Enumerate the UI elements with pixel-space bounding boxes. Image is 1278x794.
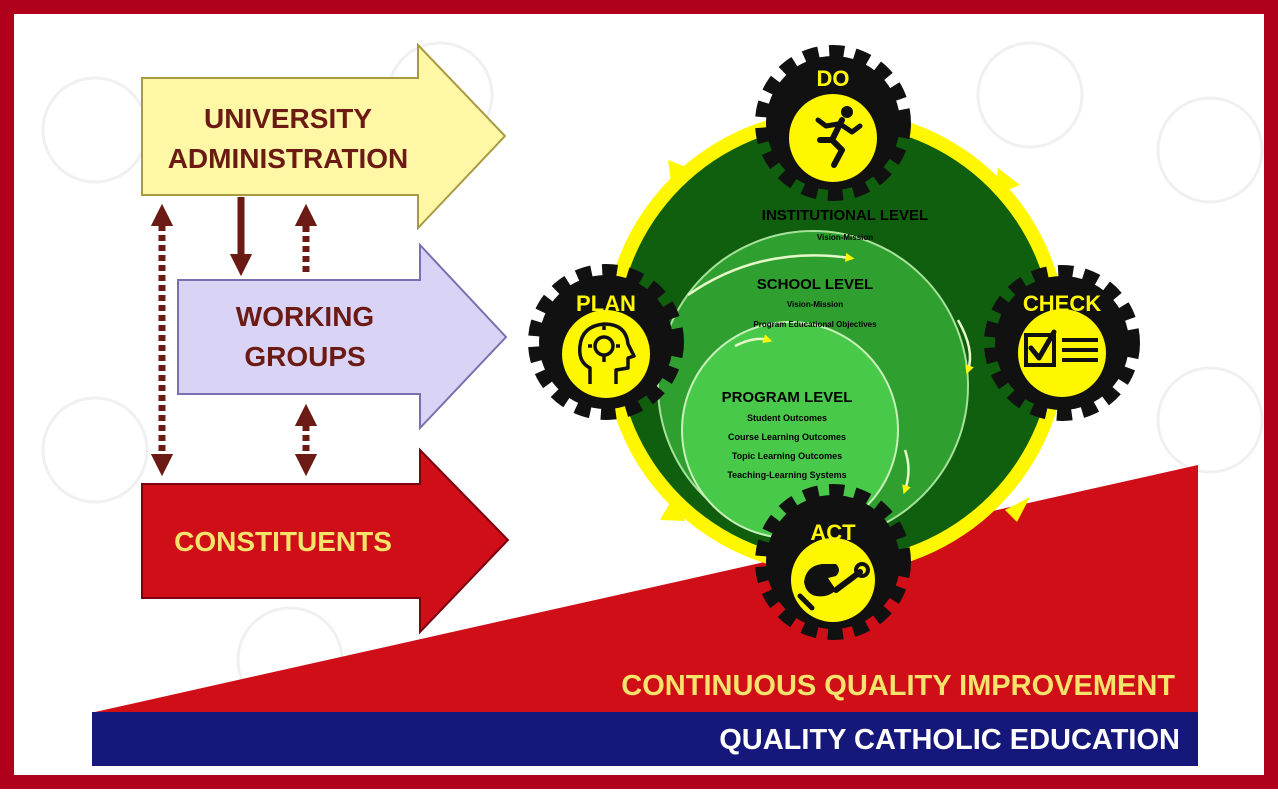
ring-arrow-check-to-act — [1005, 497, 1030, 522]
do-label: DO — [817, 66, 850, 91]
school-arc-arrow-right — [956, 319, 974, 375]
do-gear: DO — [755, 45, 911, 201]
plan-label: PLAN — [576, 291, 636, 316]
ring-arrow-plan-to-do — [668, 160, 694, 190]
ring-arrow-do-to-check — [995, 168, 1020, 195]
act-label: ACT — [810, 520, 856, 545]
hand-wrench-icon — [797, 562, 870, 611]
university-administration-label-line2: ADMINISTRATION — [168, 143, 409, 174]
program-level-item-4: Teaching-Learning Systems — [727, 470, 846, 480]
university-administration-arrow — [141, 42, 507, 231]
qce-bar — [92, 712, 1198, 766]
institutional-level-item: Vision-Mission — [817, 233, 873, 242]
ring-arrow-act-to-plan — [660, 496, 685, 521]
program-arc-arrow-right — [902, 449, 911, 495]
head-lightbulb-icon — [577, 322, 636, 384]
quality-catholic-education-label: QUALITY CATHOLIC EDUCATION — [719, 724, 1180, 756]
school-level-item-1: Vision-Mission — [787, 300, 843, 309]
program-arc-arrow-top — [734, 334, 773, 348]
check-label: CHECK — [1023, 291, 1101, 316]
check-gear: CHECK — [984, 265, 1140, 421]
constituents-label: CONSTITUENTS — [174, 526, 392, 557]
working-groups-label-line2: GROUPS — [244, 341, 365, 372]
plan-gear: PLAN — [528, 264, 684, 420]
continuous-quality-improvement-label: CONTINUOUS QUALITY IMPROVEMENT — [621, 670, 1175, 702]
school-level-item-2: Program Educational Objectives — [753, 320, 877, 329]
program-level-item-1: Student Outcomes — [747, 413, 827, 423]
program-level-item-3: Topic Learning Outcomes — [732, 451, 842, 461]
university-administration-label-line1: UNIVERSITY — [204, 103, 372, 134]
program-level-item-2: Course Learning Outcomes — [728, 432, 846, 442]
constituents-arrow — [141, 447, 510, 635]
school-level-title: SCHOOL LEVEL — [757, 276, 873, 293]
working-groups-label-line1: WORKING — [236, 301, 374, 332]
running-person-icon — [815, 106, 863, 168]
institutional-level-title: INSTITUTIONAL LEVEL — [762, 207, 928, 224]
act-gear: ACT — [755, 484, 911, 640]
checklist-icon — [1024, 329, 1098, 367]
working-groups-arrow — [177, 242, 508, 431]
school-arc-arrow-top — [687, 252, 855, 297]
program-level-title: PROGRAM LEVEL — [722, 389, 853, 406]
